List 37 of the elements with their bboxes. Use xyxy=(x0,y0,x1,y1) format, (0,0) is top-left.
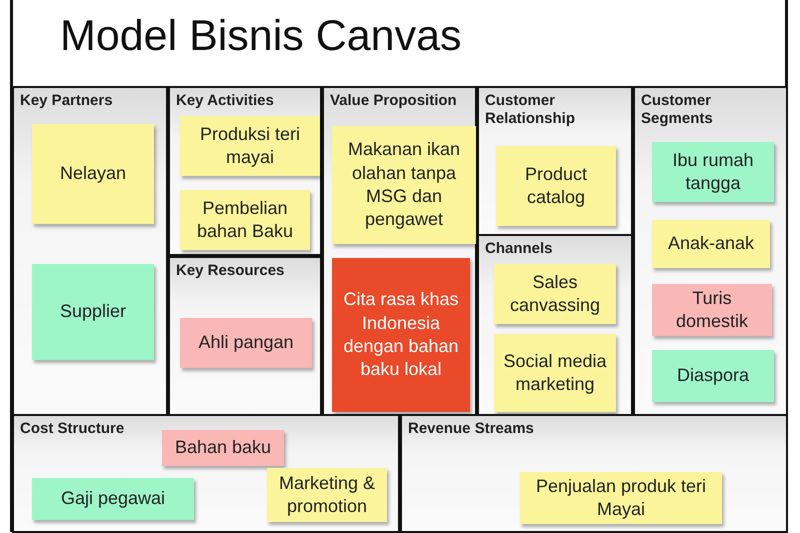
canvas-section xyxy=(168,86,322,256)
sticky-note: Social media marketing xyxy=(494,334,616,412)
canvas-section xyxy=(633,86,788,416)
sticky-note: Pembelian bahan Baku xyxy=(180,190,310,250)
sticky-note: Anak-anak xyxy=(652,220,770,268)
section-heading: Key Activities xyxy=(176,92,275,110)
section-heading: Revenue Streams xyxy=(408,420,535,438)
section-heading: Key Resources xyxy=(176,262,286,280)
title: Model Bisnis Canvas xyxy=(60,12,462,61)
section-heading: Channels xyxy=(485,240,554,258)
canvas-section xyxy=(400,414,788,533)
sticky-note: Cita rasa khas Indonesia dengan bahan baku lokal xyxy=(332,258,470,412)
sticky-note: Ahli pangan xyxy=(180,318,312,368)
sticky-note: Ibu rumah tangga xyxy=(652,142,774,202)
sticky-note: Sales canvassing xyxy=(494,264,616,324)
section-heading: Cost Structure xyxy=(20,420,126,438)
sticky-note: Turis domestik xyxy=(652,284,772,336)
canvas-section xyxy=(12,414,400,533)
canvas-section xyxy=(477,86,633,236)
sticky-note: Nelayan xyxy=(32,124,154,224)
canvas-section xyxy=(12,86,168,416)
sticky-note: Bahan baku xyxy=(162,430,284,466)
sticky-note: Product catalog xyxy=(496,146,616,226)
section-heading: Key Partners xyxy=(20,92,114,110)
section-heading: Value Proposition xyxy=(330,92,458,110)
section-heading: Customer Relationship xyxy=(485,92,576,128)
section-heading: Customer Segments xyxy=(641,92,714,128)
sticky-note: Supplier xyxy=(32,264,154,360)
sticky-note: Makanan ikan olahan tanpa MSG dan pengawet xyxy=(332,126,476,244)
canvas-section xyxy=(477,234,633,416)
canvas-section xyxy=(168,256,322,416)
sticky-note: Penjualan produk teri Mayai xyxy=(520,472,722,524)
sticky-note: Gaji pegawai xyxy=(32,478,194,520)
sticky-note: Diaspora xyxy=(652,350,774,402)
sticky-note: Marketing & promotion xyxy=(267,468,387,522)
canvas-section xyxy=(322,86,477,416)
sticky-note: Produksi teri mayai xyxy=(180,116,320,176)
